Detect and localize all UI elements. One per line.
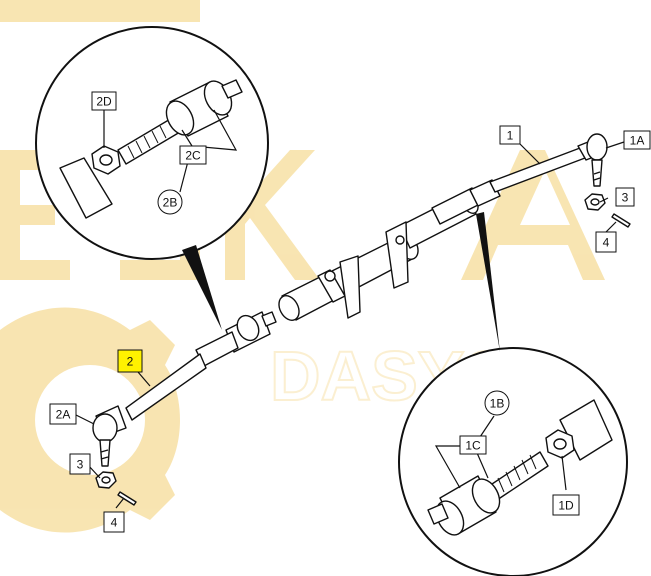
watermark-gear-hole — [35, 365, 145, 475]
svg-text:4: 4 — [603, 236, 610, 250]
callout-2-highlighted: 2 — [117, 349, 143, 373]
detail-circle-top — [35, 26, 269, 330]
callout-2a: 2A — [49, 403, 77, 425]
callout-1b: 1B — [484, 390, 510, 416]
svg-text:1D: 1D — [558, 499, 574, 513]
callout-3-right: 3 — [615, 187, 635, 207]
svg-text:2B: 2B — [163, 196, 178, 210]
svg-text:1A: 1A — [630, 134, 645, 148]
callout-1: 1 — [499, 125, 521, 145]
svg-text:3: 3 — [622, 191, 629, 205]
svg-text:3: 3 — [77, 458, 84, 472]
svg-text:4: 4 — [111, 516, 118, 530]
left-tie-rod — [92, 311, 277, 467]
callout-4-right: 4 — [595, 231, 617, 253]
callout-1c: 1C — [459, 435, 487, 455]
svg-text:1B: 1B — [490, 397, 505, 411]
right-split-pin — [611, 213, 631, 228]
detail-circle-bottom — [398, 212, 628, 576]
right-nut — [584, 193, 606, 211]
right-tie-rod — [431, 133, 608, 225]
detail-top-pointer — [182, 245, 222, 330]
callout-3-left: 3 — [69, 453, 91, 475]
left-nut — [95, 471, 117, 489]
left-split-pin — [117, 491, 137, 506]
svg-text:2D: 2D — [96, 95, 112, 109]
main-assembly — [92, 133, 631, 506]
detail-top-leader-2c — [179, 109, 238, 193]
callout-4-left: 4 — [103, 511, 125, 533]
callout-2c: 2C — [179, 145, 207, 165]
svg-text:2: 2 — [127, 355, 134, 369]
callout-2d: 2D — [91, 91, 117, 111]
svg-text:1C: 1C — [465, 439, 481, 453]
callout-1a: 1A — [623, 130, 651, 150]
svg-text:2A: 2A — [56, 408, 71, 422]
callout-2b: 2B — [157, 189, 183, 215]
detail-bottom-pointer — [476, 212, 500, 352]
callout-1d: 1D — [552, 494, 580, 516]
detail-bottom-leader-1d — [561, 455, 567, 491]
svg-text:1: 1 — [507, 129, 514, 143]
callouts: 1 1A 3 4 2 2A 3 4 — [49, 91, 651, 533]
svg-text:2C: 2C — [185, 149, 201, 163]
detail-circle-bottom-outline — [398, 347, 628, 576]
